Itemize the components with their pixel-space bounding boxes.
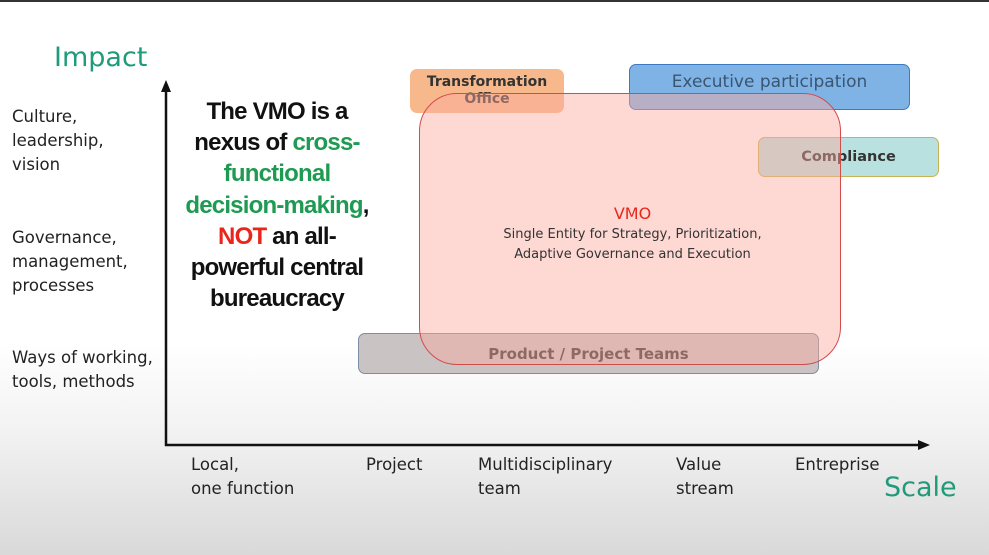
compliance-box: Compliance <box>758 137 939 177</box>
y-axis-title: Impact <box>54 42 148 73</box>
x-level-local: Local, one function <box>191 455 295 498</box>
x-level-multidisciplinary: Multidisciplinary team <box>478 455 613 498</box>
statement-not: NOT <box>218 222 267 250</box>
vmo-box <box>419 93 841 365</box>
x-level-enterprise: Entreprise <box>795 455 880 474</box>
y-level-ways-of-working: Ways of working, tools, methods <box>12 348 153 391</box>
y-level-culture: Culture, leadership, vision <box>12 107 104 174</box>
statement-green: cross-functional decision-making <box>185 129 363 219</box>
executive-participation-label: Executive participation <box>671 72 868 92</box>
statement-comma: , <box>362 191 370 219</box>
x-axis-title: Scale <box>884 472 957 503</box>
product-teams-label: Product / Project Teams <box>488 344 689 363</box>
compliance-label: Compliance <box>801 149 896 165</box>
transformation-office-label: Transformation Office <box>426 74 548 107</box>
executive-participation-box: Executive participation <box>629 64 910 110</box>
top-border <box>0 0 989 2</box>
vmo-text: VMO Single Entity for Strategy, Prioriti… <box>420 204 845 265</box>
x-axis-arrow-icon <box>918 440 930 450</box>
vmo-title: VMO <box>613 204 652 223</box>
statement-part1: The VMO is a nexus of <box>194 98 348 157</box>
x-level-project: Project <box>366 455 423 474</box>
x-level-value-stream: Value stream <box>676 455 734 498</box>
y-level-governance: Governance, management, processes <box>12 228 128 295</box>
vmo-statement: The VMO is a nexus of cross-functional d… <box>178 96 376 314</box>
statement-part2: an all-powerful central bureaucracy <box>190 222 364 313</box>
vmo-description: Single Entity for Strategy, Prioritizati… <box>503 227 762 262</box>
y-axis-arrow-icon <box>161 80 171 92</box>
